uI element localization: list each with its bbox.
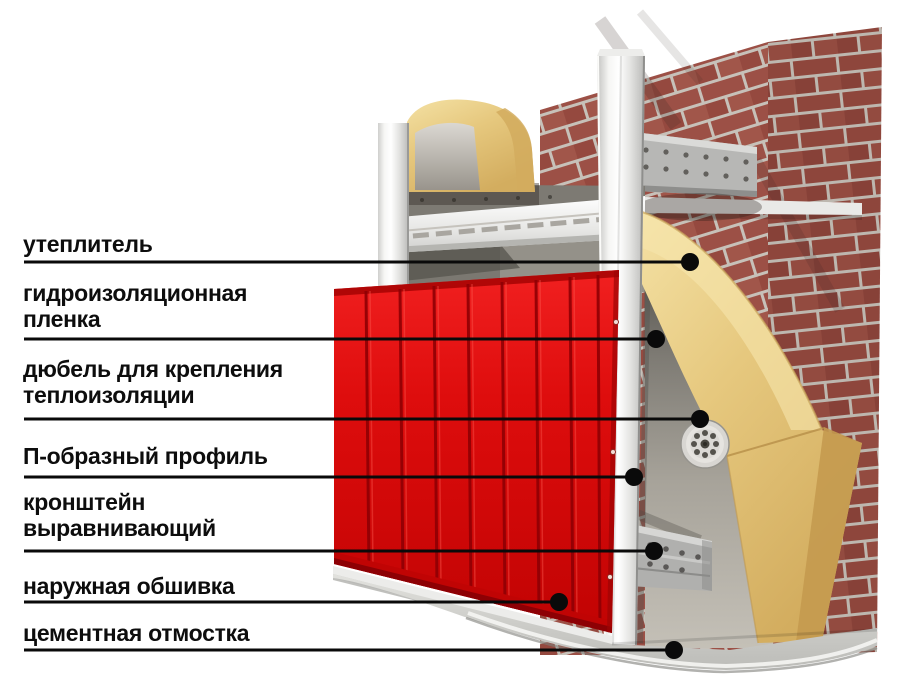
label-insulation-dowel: дюбель для крепления теплоизоляции xyxy=(23,356,283,408)
insulation-dowel xyxy=(680,419,730,469)
leader-u-profile xyxy=(24,468,643,486)
leader-bracket xyxy=(24,542,663,560)
rail-strip xyxy=(645,197,862,220)
cladding-screws xyxy=(607,319,619,580)
insulation-curl-top xyxy=(404,99,539,205)
leader-dowel xyxy=(24,410,709,428)
label-u-profile: П-образный профиль xyxy=(23,443,268,469)
leader-cladding xyxy=(24,593,568,611)
label-leveling-bracket: кронштейн выравнивающий xyxy=(23,489,216,541)
leader-insulation xyxy=(24,253,699,271)
mounting-rail xyxy=(377,184,645,254)
leader-lines xyxy=(24,253,709,659)
leader-apron xyxy=(24,641,683,659)
label-insulation: утеплитель xyxy=(23,231,153,257)
label-cement-apron: цементная отмостка xyxy=(23,620,250,646)
vertical-post-left xyxy=(376,123,409,292)
label-waterproofing-film: гидроизоляционная пленка xyxy=(23,280,248,332)
leader-film xyxy=(24,330,665,348)
label-outer-cladding: наружная обшивка xyxy=(23,573,235,599)
